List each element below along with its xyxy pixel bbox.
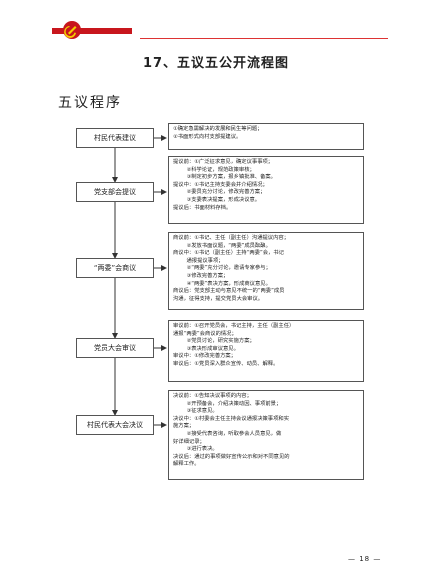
stage-villager-representative-proposal: 村民代表建议 bbox=[76, 128, 154, 148]
detail-box-stage-3: 商议前：①书记、主任（副主任）沟通提议内容； ②发放书面议题，“两委”成员酝酿。… bbox=[168, 232, 364, 310]
header-rule bbox=[140, 38, 388, 39]
page-number: — 18 — bbox=[348, 555, 382, 563]
header-red-band bbox=[52, 28, 132, 34]
stage-party-member-review: 党员大会审议 bbox=[76, 338, 154, 358]
party-emblem-icon bbox=[63, 21, 81, 39]
page-title: 17、五议五公开流程图 bbox=[142, 56, 290, 71]
detail-box-stage-1: ①确定急需解决的发展和民生等问题； ②书面形式向村支部提建议。 bbox=[168, 123, 364, 150]
section-subtitle: 五议程序 bbox=[58, 95, 122, 111]
stage-villager-congress-resolution: 村民代表大会决议 bbox=[76, 415, 154, 435]
stage-two-committees-deliberation: “两委”会商议 bbox=[76, 258, 154, 278]
detail-box-stage-5: 决议前：①告知决议事项的内容； ②开预备会，介绍决策动因、事项前景； ③征求意见… bbox=[168, 390, 364, 480]
detail-box-stage-2: 提议前：①广泛征求意见，确定议事事项； ②科学论证，规范政策审核； ③制定初步方… bbox=[168, 156, 364, 224]
stage-party-branch-proposal: 党支部会提议 bbox=[76, 182, 154, 202]
detail-box-stage-4: 审议前：①召开党员会，书记主持，主任（副主任） 通报“两委”会商议的情况； ②党… bbox=[168, 320, 364, 382]
